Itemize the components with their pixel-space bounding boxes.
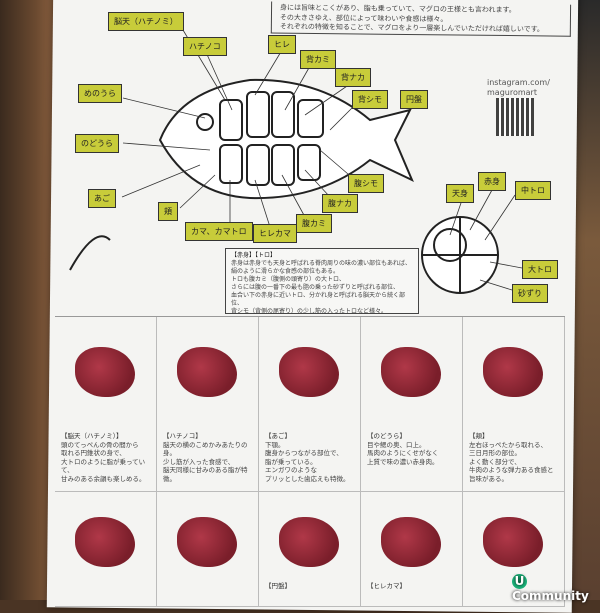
card-line: 三日月形の部位。 (469, 449, 521, 457)
card-title: 【ヒレカマ】 (367, 582, 406, 590)
tuna-meat-photo (483, 517, 543, 567)
tuna-meat-photo (177, 347, 237, 397)
card-title: 【のどうら】 (367, 432, 406, 440)
card-line: 大トロのように脂が乗っていて、 (61, 457, 146, 475)
card-line: 下顎。 (265, 440, 285, 449)
card-line: 腹身からつながる部位で、 (265, 449, 343, 457)
card-line: 上質で味の濃い赤身肉。 (367, 457, 439, 466)
label-hachinoko: ハチノコ (183, 37, 227, 56)
description-line: トロも腹カミ（腹側の頭寄り）の大トロ、 (231, 276, 346, 283)
community-watermark: UCommunity (512, 574, 600, 603)
description-line: 血合い下の赤身に近いトロ、分かれ身と呼ばれる脳天から続く部位、 (231, 292, 406, 307)
card-text: 【頬】左右ほっぺたから取れる、三日月形の部位。よく動く部分で、牛肉のような弾力あ… (469, 432, 554, 483)
label-hire: ヒレ (268, 35, 296, 54)
card-line: エンガワのような (265, 466, 317, 474)
parts-grid: 【脳天（ハチノミ）】頭のてっぺんの骨の間から取れる円錐状の身で、大トロのように脂… (55, 316, 565, 607)
label-kama: カマ、カマトロ (185, 222, 253, 241)
card-text: 【あご】下顎。腹身からつながる部位で、脂が乗っている。エンガワのようなプリッとし… (265, 432, 350, 483)
label-hoho: 頬 (158, 202, 178, 221)
part-card: 【円盤】 (259, 492, 361, 607)
label-tenmi: 天身 (446, 184, 474, 203)
card-title: 【円盤】 (265, 582, 291, 590)
card-line: 取れる円錐状の身で、 (61, 449, 126, 457)
instagram-line: instagram.com/ (487, 78, 550, 87)
card-text: 【ヒレカマ】 (367, 582, 406, 591)
card-text: 【円盤】 (265, 582, 291, 591)
label-haranaka: 腹ナカ (322, 194, 358, 213)
card-line: 目や鰓の奥、口上。 (367, 440, 426, 449)
part-card: 【頬】左右ほっぺたから取れる、三日月形の部位。よく動く部分で、牛肉のような弾力あ… (463, 317, 565, 492)
label-harakami: 腹カミ (296, 214, 332, 233)
card-line: 左右ほっぺたから取れる、 (469, 440, 547, 449)
tuna-meat-photo (483, 347, 543, 397)
label-seshimo: 背シモ (352, 90, 388, 109)
label-chutoro: 中トロ (515, 181, 551, 200)
part-card: 【脳天（ハチノミ）】頭のてっぺんの骨の間から取れる円錐状の身で、大トロのように脂… (55, 317, 157, 492)
label-otoro: 大トロ (522, 260, 558, 279)
description-line: 背シモ（背側の尾寄り）の少し筋の入ったトロなど様々。 (231, 308, 388, 315)
brand-text: Community (512, 589, 589, 603)
card-line: 牛肉のような弾力ある食感と (469, 466, 554, 474)
label-harashimo: 腹シモ (348, 174, 384, 193)
tuna-meat-photo (381, 517, 441, 567)
part-card: 【あご】下顎。腹身からつながる部位で、脂が乗っている。エンガワのようなプリッとし… (259, 317, 361, 492)
card-text: 【のどうら】目や鰓の奥、口上。馬肉のようにくせがなく上質で味の濃い赤身肉。 (367, 432, 439, 466)
tuna-meat-photo (381, 347, 441, 397)
card-text: 【ハチノコ】脳天の横のこめかみあたりの身。少し筋が入った食感で、脳天同様に甘みの… (163, 432, 258, 483)
description-line: さらには腹の一番下の最も脂の乗った砂ずりと呼ばれる部位、 (231, 284, 400, 291)
tuna-meat-photo (75, 347, 135, 397)
card-line: プリッとした歯応えも特徴。 (265, 474, 350, 483)
label-ago: あご (88, 189, 116, 208)
label-hirekama: ヒレカマ (253, 224, 297, 243)
card-line: 旨味がある。 (469, 474, 508, 483)
part-card: 【ヒレカマ】 (361, 492, 463, 607)
card-title: 【ハチノコ】 (163, 432, 202, 440)
card-title: 【脳天（ハチノミ）】 (61, 432, 123, 440)
label-nodoura: のどうら (75, 134, 119, 153)
card-title: 【頬】 (469, 432, 489, 440)
label-sekami: 背カミ (300, 50, 336, 69)
card-text: 【脳天（ハチノミ）】頭のてっぺんの骨の間から取れる円錐状の身で、大トロのように脂… (61, 432, 156, 483)
card-line: 脳天の横のこめかみあたりの身。 (163, 440, 248, 458)
description-title: 【赤身】【トロ】 (231, 252, 277, 259)
card-line: 脳天同様に甘みのある脂が特徴。 (163, 466, 248, 483)
label-senaka: 背ナカ (335, 68, 371, 87)
description-box: 【赤身】【トロ】 赤身は赤身でも天身と呼ばれる脊肉周りの味の濃い部位もあれば、 … (225, 248, 419, 315)
card-line: よく動く部分で、 (469, 457, 521, 466)
card-line: 脂が乗っている。 (265, 457, 317, 466)
card-title: 【あご】 (265, 432, 291, 440)
instagram-line: maguromart (487, 88, 537, 97)
description-line: 赤身は赤身でも天身と呼ばれる脊肉周りの味の濃い部位もあれば、 (231, 260, 412, 267)
label-enban: 円盤 (400, 90, 428, 109)
tuna-meat-photo (279, 347, 339, 397)
card-line: 馬肉のようにくせがなく (367, 449, 439, 457)
part-card: 【のどうら】目や鰓の奥、口上。馬肉のようにくせがなく上質で味の濃い赤身肉。 (361, 317, 463, 492)
tuna-meat-photo (75, 517, 135, 567)
label-sunazuri: 砂ずり (512, 284, 548, 303)
tuna-diagram (69, 24, 523, 294)
part-card: 【ハチノコ】脳天の横のこめかみあたりの身。少し筋が入った食感で、脳天同様に甘みの… (157, 317, 259, 492)
card-line: 甘みのある余韻も楽しめる。 (61, 474, 146, 483)
part-card (463, 492, 565, 607)
tuna-meat-photo (177, 517, 237, 567)
label-akami: 赤身 (478, 172, 506, 191)
card-line: 頭のてっぺんの骨の間から (61, 440, 139, 449)
label-noten: 脳天（ハチノミ） (108, 12, 184, 31)
qr-code (496, 98, 534, 136)
card-line: 少し筋が入った食感で、 (163, 457, 235, 466)
part-card (55, 492, 157, 607)
part-card (157, 492, 259, 607)
description-line: 絹のように滑らかな食感の部位もある。 (231, 268, 340, 275)
label-menoura: めのうら (78, 84, 122, 103)
instagram-handle: instagram.com/ maguromart (487, 78, 550, 98)
tuna-meat-photo (279, 517, 339, 567)
u-logo-icon: U (512, 574, 527, 589)
